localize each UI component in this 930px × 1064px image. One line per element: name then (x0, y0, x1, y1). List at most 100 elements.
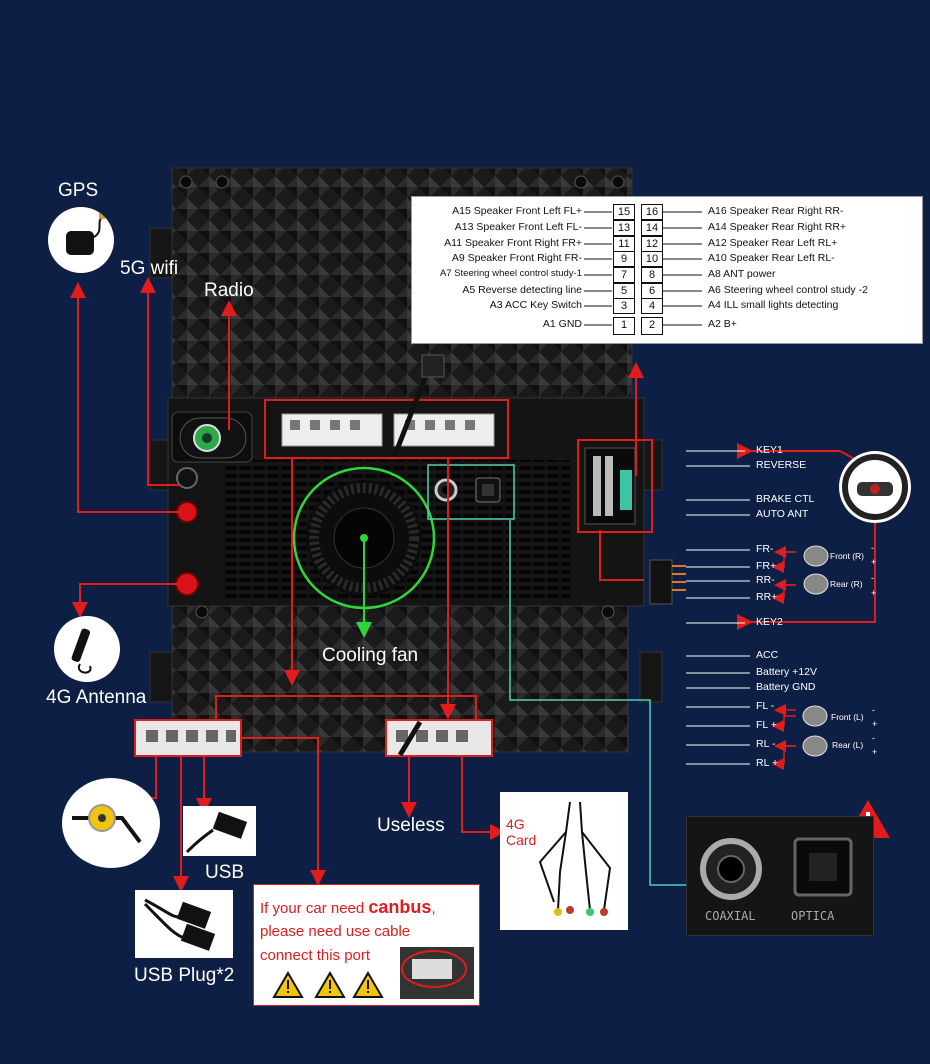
wifi-label: 5G wifi (120, 258, 179, 279)
pin-number-right: 2 (641, 317, 663, 335)
wire-battery-gnd: Battery GND (756, 681, 816, 693)
coax-optical-zoom: COAXIAL OPTICA (686, 816, 874, 936)
bottom-connectors (134, 719, 493, 757)
pin-label-left: A5 Reverse detecting line (462, 284, 582, 296)
pin-label-left: A3 ACC Key Switch (489, 299, 582, 311)
pin-number-left: 9 (613, 251, 635, 267)
wire-rl-plus: RL + (756, 757, 779, 769)
4g-antenna-label: 4G Antenna (46, 687, 147, 708)
pin-label-left: A13 Speaker Front Left FL- (454, 221, 582, 233)
speaker-front-l-minus: - (872, 705, 875, 715)
wire-rr-plus: RR+ (756, 591, 778, 603)
pinout-leader-lines (584, 211, 702, 326)
wire-reverse: REVERSE (756, 459, 807, 471)
speaker-front-r-plus: + (871, 557, 877, 567)
speaker-front-r-minus: - (871, 543, 874, 553)
warning-triangles (272, 947, 474, 999)
wire-key1: KEY1 (756, 444, 783, 456)
wire-lines (686, 450, 750, 765)
pin-label-right: A4 ILL small lights detecting (708, 299, 839, 311)
pin-number-right: 4 (641, 298, 663, 314)
gps-label: GPS (58, 180, 99, 201)
usb-label: USB (205, 862, 245, 883)
pin-number-left: 11 (613, 236, 635, 252)
pin-number-left: 15 (613, 204, 635, 220)
wire-key2: KEY2 (756, 616, 783, 628)
wire-acc: ACC (756, 649, 779, 661)
pin-number-left: 13 (613, 220, 635, 236)
canbus-line1: If your car need canbus, (260, 897, 436, 918)
wire-battery12: Battery +12V (756, 666, 817, 678)
4g-card-cable-image: 4G Card (500, 792, 628, 930)
pin-label-right: A8 ANT power (708, 268, 776, 280)
wire-auto-ant: AUTO ANT (756, 508, 809, 520)
wire-fr-plus: FR+ (756, 560, 777, 572)
pin-number-left: 1 (613, 317, 635, 335)
pin-label-right: A14 Speaker Rear Right RR+ (708, 221, 847, 233)
gps-antenna-image (48, 207, 114, 273)
4g-card-label: 4G Card (506, 816, 537, 848)
useless-label: Useless (377, 815, 445, 836)
wire-fr-minus: FR- (756, 543, 774, 555)
speaker-arrows (772, 546, 796, 770)
usb-plug-image (135, 890, 233, 958)
usb-plug-label: USB Plug*2 (134, 965, 235, 986)
canbus-line3: connect this port (260, 947, 371, 964)
red-arrows (70, 277, 876, 892)
speaker-rear-r: Rear (R) (830, 579, 863, 589)
pin-number-left: 7 (613, 267, 635, 283)
speaker-front-l-plus: + (872, 719, 878, 729)
steering-wheel-icon (839, 451, 911, 523)
canbus-line1-pre: If your car need (260, 900, 369, 917)
pin-number-right: 14 (641, 220, 663, 236)
speaker-front-l: Front (L) (831, 712, 864, 722)
pin-number-right: 10 (641, 251, 663, 267)
speaker-front-r: Front (R) (830, 551, 864, 561)
coaxial-label: COAXIAL (705, 909, 756, 923)
speaker-rear-l-minus: - (872, 733, 875, 743)
wire-fl-plus: FL + (756, 719, 777, 731)
pin-label-left: A11 Speaker Front Right FR+ (444, 237, 582, 249)
pin-label-left: A9 Speaker Front Right FR- (451, 252, 582, 264)
pin-label-right: A10 Speaker Rear Left RL- (708, 252, 835, 264)
canbus-note: If your car need canbus, please need use… (253, 884, 480, 1006)
pin-label-left: A1 GND (542, 318, 582, 330)
coax-optical-ports (427, 464, 515, 520)
speaker-icons (802, 545, 829, 757)
main-connector-frame (264, 399, 509, 459)
radio-label: Radio (204, 280, 254, 301)
cooling-fan-label: Cooling fan (322, 645, 419, 666)
main-connector (281, 354, 495, 456)
speaker-rear-r-minus: - (871, 573, 874, 583)
chassis-middle (167, 397, 645, 607)
cooling-fan (292, 466, 436, 638)
pin-number-right: 16 (641, 204, 663, 220)
camera-connector-image (62, 778, 160, 868)
4g-antenna-image (54, 616, 120, 682)
usb-cable-image (183, 806, 256, 856)
wire-rl-minus: RL - (756, 738, 776, 750)
canbus-line1-post: , (431, 900, 436, 917)
wire-rr-minus: RR- (756, 574, 775, 586)
pin-number-right: 8 (641, 267, 663, 283)
coax-callout-line (509, 520, 690, 886)
speaker-rear-r-plus: + (871, 588, 877, 598)
pin-label-right: A16 Speaker Rear Right RR- (708, 205, 844, 217)
canbus-line2: please need use cable (260, 923, 411, 940)
optical-label: OPTICA (791, 909, 835, 923)
wire-fl-minus: FL - (756, 700, 775, 712)
pin-number-left: 3 (613, 298, 635, 314)
canbus-word: canbus (368, 897, 432, 917)
harness-connector (577, 439, 686, 605)
pin-label-right: A12 Speaker Rear Left RL+ (708, 237, 838, 249)
pin-label-left: A15 Speaker Front Left FL+ (452, 205, 582, 217)
radio-port (179, 417, 247, 459)
speaker-rear-l: Rear (L) (832, 740, 864, 750)
pin-label-left: A7 Steering wheel control study-1 (439, 268, 582, 279)
pin-label-right: A2 B+ (708, 318, 737, 330)
pin-label-right: A6 Steering wheel control study -2 (708, 284, 868, 296)
wire-brake: BRAKE CTL (756, 493, 815, 505)
speaker-rear-l-plus: + (872, 747, 878, 757)
